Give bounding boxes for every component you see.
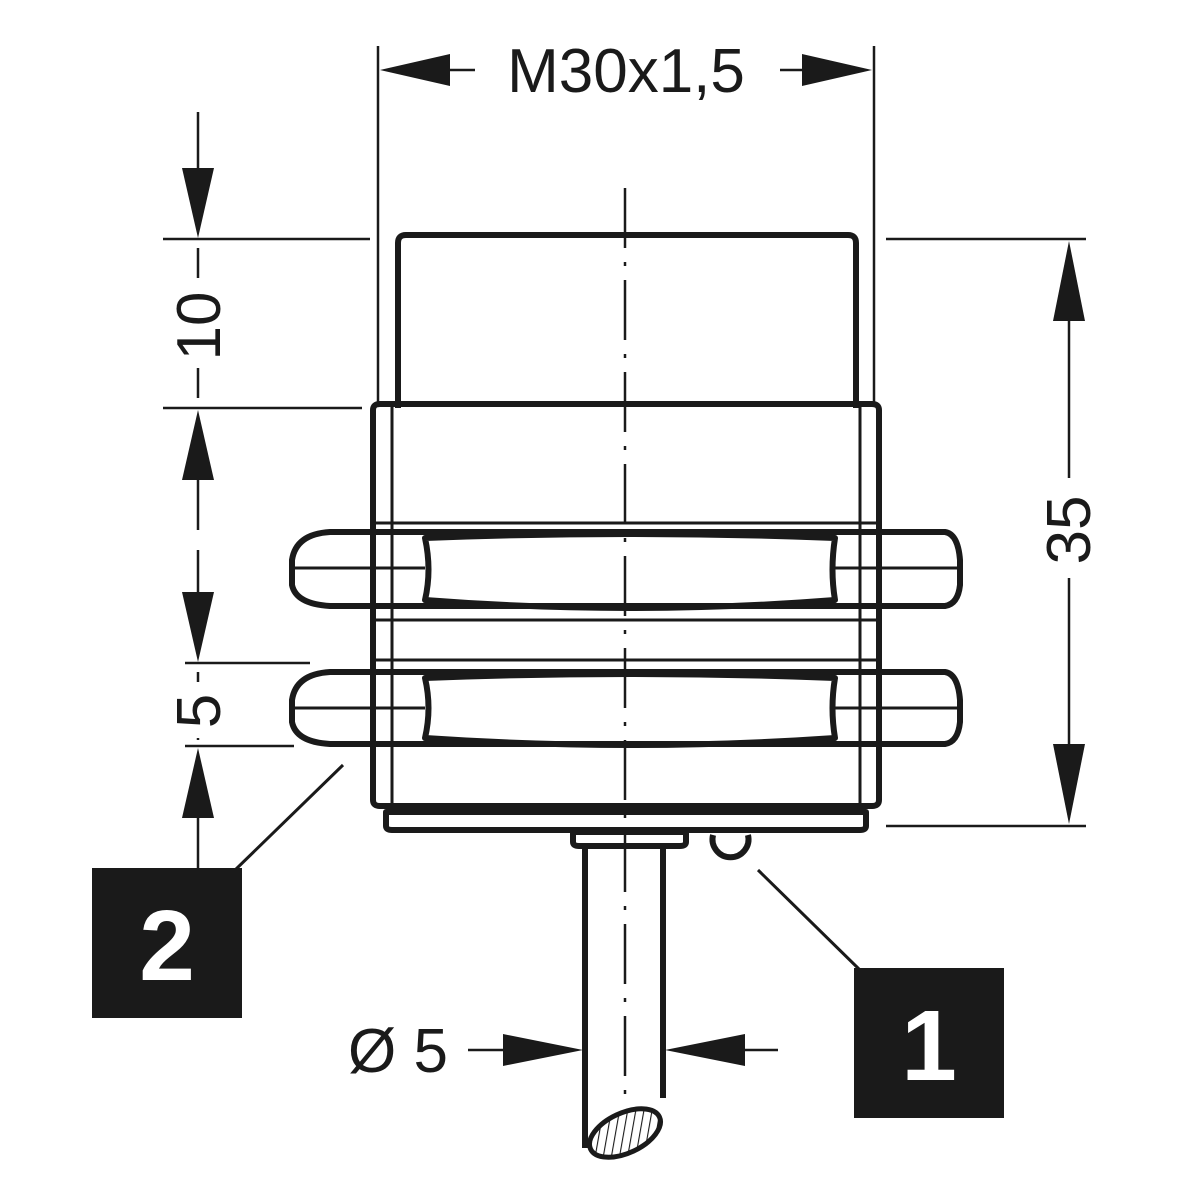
callout-2: 2 (92, 763, 345, 1018)
nut-thickness-dimension: 5 (165, 550, 234, 868)
callout-1-label: 1 (901, 990, 957, 1102)
body-length-label: 35 (1035, 496, 1104, 565)
led-indicator (709, 834, 752, 861)
body-length-dimension: 35 (1035, 241, 1104, 824)
thread-dimension: M30x1,5 (380, 37, 872, 106)
callout-2-label: 2 (139, 890, 195, 1002)
extension-lines (163, 46, 1086, 828)
cable (582, 848, 666, 1160)
callout-1-box (854, 968, 1004, 1118)
upper-nut (289, 529, 963, 611)
cable-diameter-dimension: Ø 5 (348, 1017, 778, 1086)
cable-diameter-label: Ø 5 (348, 1017, 448, 1086)
nut-thickness-label: 5 (165, 694, 234, 728)
thread-size-label: M30x1,5 (507, 37, 745, 106)
sensing-face-dimension: 10 (165, 112, 234, 530)
sensing-face-length-label: 10 (165, 292, 234, 361)
callout-1: 1 (756, 868, 1004, 1118)
lower-nut (289, 669, 963, 748)
cable-cross-section (587, 1106, 663, 1160)
sensing-head (395, 232, 859, 408)
callout-2-box (92, 868, 242, 1018)
end-cap (383, 809, 869, 849)
